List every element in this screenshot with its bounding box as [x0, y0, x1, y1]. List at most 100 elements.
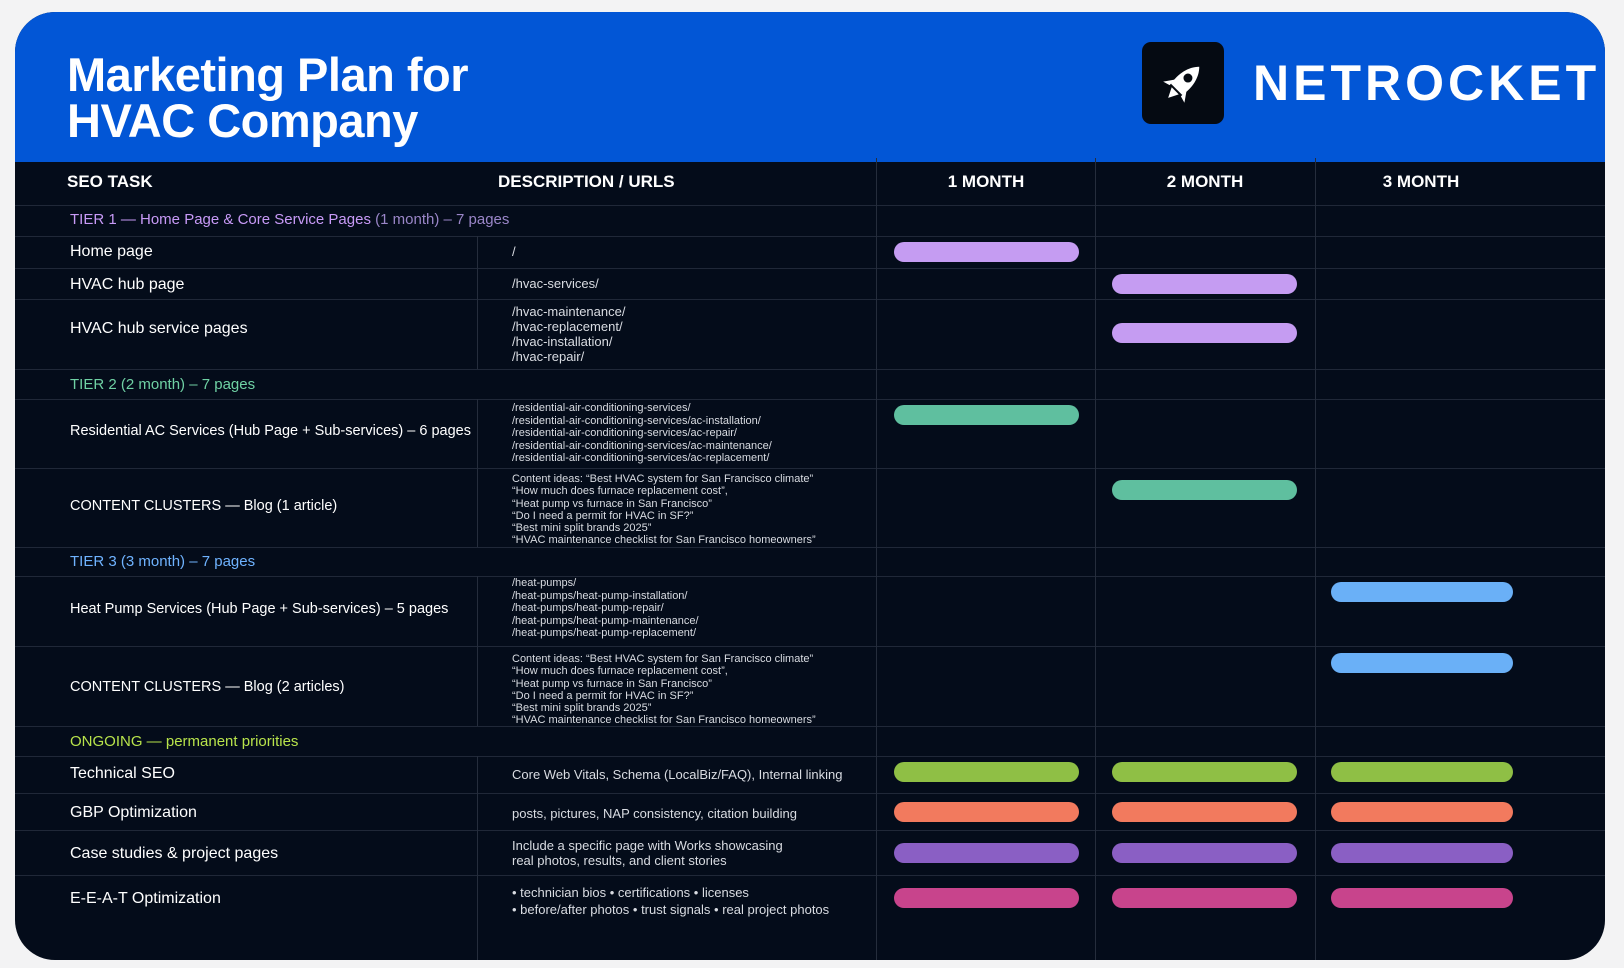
description-line: /hvac-repair/ [512, 349, 585, 364]
column-divider [1095, 158, 1096, 960]
column-divider [1315, 158, 1316, 960]
tier-2-subtitle: (2 month) – 7 pages [116, 376, 256, 393]
task-description: /hvac-services/ [512, 276, 599, 291]
row-divider [15, 793, 1605, 794]
timeline-bar [894, 843, 1079, 863]
col-header-month-2: 2 MONTH [1166, 172, 1244, 191]
description-line: “Best mini split brands 2025” [512, 522, 652, 535]
timeline-bar [894, 762, 1079, 782]
description-line: “HVAC maintenance checklist for San Fran… [512, 534, 816, 547]
description-line: /residential-air-conditioning-services/a… [512, 414, 761, 427]
row-divider [15, 830, 1605, 831]
timeline-bar [894, 242, 1079, 262]
column-divider [477, 756, 478, 960]
task-name: Technical SEO [70, 765, 175, 782]
timeline-bar [1112, 762, 1297, 782]
row-divider [15, 369, 1605, 370]
description-line: • before/after photos • trust signals • … [512, 902, 830, 917]
task-name: GBP Optimization [70, 804, 197, 821]
description-line: /hvac-services/ [512, 276, 599, 291]
task-description: Include a specific page with Works showc… [512, 838, 783, 868]
col-header-month-3: 3 MONTH [1382, 172, 1460, 191]
timeline-bar [1112, 888, 1297, 908]
timeline-bar [894, 888, 1079, 908]
task-name: E-E-A-T Optimization [70, 890, 221, 907]
tier-3-subtitle: (3 month) – 7 pages [116, 553, 256, 570]
description-line: posts, pictures, NAP consistency, citati… [512, 806, 797, 821]
task-description: Content ideas: “Best HVAC system for San… [512, 473, 816, 547]
task-description: /residential-air-conditioning-services/ … [512, 402, 772, 465]
ongoing-subtitle: — permanent priorities [142, 733, 299, 750]
description-line: “Best mini split brands 2025” [512, 702, 652, 715]
row-divider [15, 399, 1605, 400]
brand-name: NETROCKET [1253, 55, 1601, 111]
task-name: HVAC hub service pages [70, 320, 248, 337]
timeline-bar [1331, 802, 1513, 822]
timeline-bar [1112, 274, 1297, 294]
task-name: CONTENT CLUSTERS — Blog (2 articles) [70, 679, 345, 695]
tier-3-title: TIER 3 [70, 553, 117, 570]
description-line: /heat-pumps/heat-pump-maintenance/ [512, 614, 699, 627]
task-name: Residential AC Services (Hub Page + Sub-… [70, 423, 471, 439]
row-divider [15, 268, 1605, 269]
description-line: /heat-pumps/ [512, 577, 577, 589]
description-line: “How much does furnace replacement cost”… [512, 665, 728, 678]
timeline-bar [1331, 653, 1513, 673]
description-line: /hvac-installation/ [512, 334, 613, 349]
tier-3-label: TIER 3 (3 month) – 7 pages [70, 553, 255, 571]
timeline-bar [1112, 323, 1297, 343]
row-divider [15, 468, 1605, 469]
description-line: /residential-air-conditioning-services/a… [512, 427, 737, 440]
logo [1142, 42, 1224, 124]
timeline-bar [1331, 582, 1513, 602]
task-name: Home page [70, 243, 153, 260]
ongoing-title: ONGOING [70, 733, 143, 750]
task-name: Case studies & project pages [70, 845, 279, 862]
description-line: /residential-air-conditioning-services/a… [512, 452, 770, 465]
description-line: Content ideas: “Best HVAC system for San… [512, 653, 814, 665]
row-divider [15, 299, 1605, 300]
description-line: • technician bios • certifications • lic… [512, 885, 749, 900]
tier-1-label: TIER 1 — Home Page & Core Service Pages … [70, 211, 509, 229]
timeline-bar [1112, 843, 1297, 863]
column-divider [477, 399, 478, 547]
tier-2-label: TIER 2 (2 month) – 7 pages [70, 376, 255, 394]
task-description: posts, pictures, NAP consistency, citati… [512, 806, 797, 821]
col-header-month-1: 1 MONTH [947, 172, 1025, 191]
header: Marketing Plan for HVAC Company NETROCKE… [15, 12, 1605, 162]
description-line: /hvac-maintenance/ [512, 304, 626, 319]
row-divider [15, 875, 1605, 876]
row-divider [15, 576, 1605, 577]
title-line-2: HVAC Company [67, 94, 418, 147]
task-description: /hvac-maintenance/ /hvac-replacement/ /h… [512, 304, 625, 364]
task-description: Content ideas: “Best HVAC system for San… [512, 653, 816, 727]
column-divider [876, 158, 877, 960]
col-header-description: DESCRIPTION / URLS [498, 172, 675, 191]
column-divider [477, 236, 478, 369]
timeline-bar [1331, 843, 1513, 863]
description-line: Content ideas: “Best HVAC system for San… [512, 473, 814, 485]
description-line: /hvac-replacement/ [512, 319, 623, 334]
description-line: “Do I need a permit for HVAC in SF?” [512, 509, 694, 522]
task-description: Core Web Vitals, Schema (LocalBiz/FAQ), … [512, 767, 842, 782]
description-line: “Heat pump vs furnace in San Francisco” [512, 677, 712, 690]
description-line: “How much does furnace replacement cost”… [512, 485, 728, 498]
tier-1-title: TIER 1 — Home Page & Core Service Pages [70, 211, 371, 228]
description-line: /residential-air-conditioning-services/ [512, 402, 691, 414]
tier-1-subtitle: (1 month) – 7 pages [370, 211, 510, 228]
timeline-bar [894, 802, 1079, 822]
description-line: / [512, 244, 516, 259]
title-line-1: Marketing Plan for [67, 48, 469, 101]
description-line: /heat-pumps/heat-pump-repair/ [512, 602, 664, 615]
description-line: “HVAC maintenance checklist for San Fran… [512, 714, 816, 727]
task-description: /heat-pumps/ /heat-pumps/heat-pump-insta… [512, 577, 699, 640]
row-divider [15, 236, 1605, 237]
task-name: CONTENT CLUSTERS — Blog (1 article) [70, 498, 338, 514]
row-divider [15, 547, 1605, 548]
description-line: /heat-pumps/heat-pump-installation/ [512, 589, 688, 602]
timeline-bar [1331, 888, 1513, 908]
timeline-bar [1112, 802, 1297, 822]
page-title: Marketing Plan for HVAC Company [67, 48, 469, 147]
description-line: Include a specific page with Works showc… [512, 838, 783, 853]
description-line: Core Web Vitals, Schema (LocalBiz/FAQ), … [512, 767, 843, 782]
